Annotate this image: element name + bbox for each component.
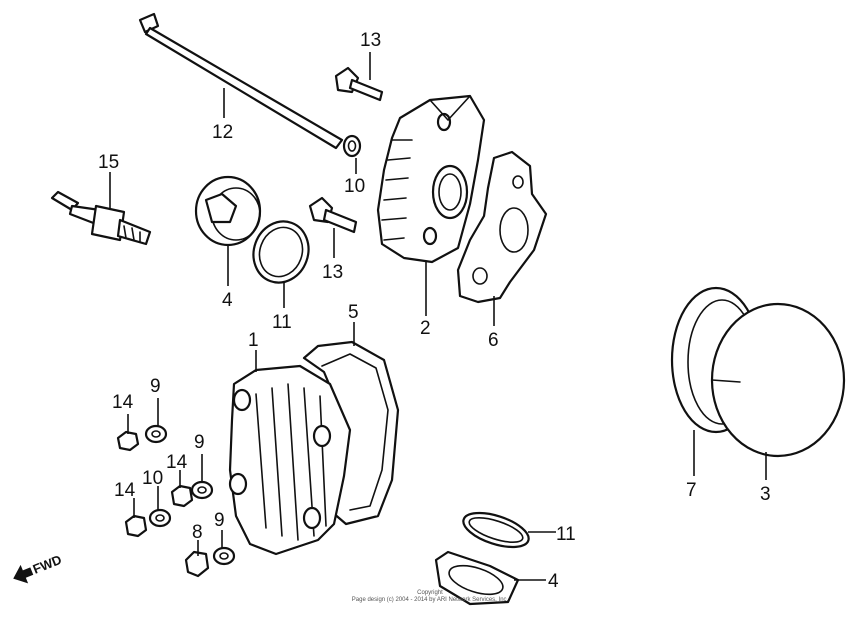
part-14-nut-a[interactable]	[116, 430, 140, 452]
callout-4-lower: 4	[548, 571, 559, 592]
callout-10-upper: 10	[344, 176, 365, 197]
callout-13-upper: 13	[360, 30, 381, 51]
callout-6: 6	[488, 330, 499, 351]
callout-9-a: 9	[150, 376, 161, 397]
callout-14-b: 14	[166, 452, 188, 473]
leader-lines	[109, 52, 767, 581]
copyright-line-2: Page design (c) 2004 - 2014 by ARI Netwo…	[351, 597, 509, 603]
copyright-notice: Copyright Page design (c) 2004 - 2014 by…	[330, 590, 530, 604]
part-8-nut[interactable]	[184, 550, 210, 578]
part-15-spark-plug[interactable]	[50, 190, 152, 246]
part-11-o-ring-upper[interactable]	[245, 214, 317, 291]
part-3-round-cover[interactable]	[710, 302, 846, 458]
part-1-cylinder-head-cover[interactable]	[228, 364, 352, 556]
part-4-filler-cap[interactable]	[194, 175, 262, 247]
part-4-filler-cap-lower[interactable]	[434, 550, 520, 606]
part-12-stud-bolt[interactable]	[138, 12, 344, 150]
part-14-nut-c[interactable]	[124, 514, 148, 538]
callout-9-b: 9	[194, 432, 205, 453]
callout-12: 12	[212, 122, 233, 143]
callout-2: 2	[420, 318, 431, 339]
part-9-washer-c[interactable]	[212, 546, 236, 566]
callout-9-c: 9	[214, 510, 225, 531]
callout-11-upper: 11	[272, 312, 292, 333]
callout-4-upper: 4	[222, 290, 233, 311]
callout-14-a: 14	[112, 392, 134, 413]
callout-7: 7	[686, 480, 697, 501]
part-9-washer-a[interactable]	[144, 424, 168, 444]
part-11-o-ring-lower[interactable]	[459, 506, 532, 554]
part-14-nut-b[interactable]	[170, 484, 194, 508]
callout-13-lower: 13	[322, 262, 343, 283]
callout-5: 5	[348, 302, 359, 323]
callout-14-c: 14	[114, 480, 136, 501]
part-13-bolt-lower[interactable]	[308, 196, 358, 234]
part-13-bolt-upper[interactable]	[334, 66, 384, 102]
callout-8: 8	[192, 522, 203, 543]
callout-3: 3	[760, 484, 771, 505]
part-10-washer-lower[interactable]	[148, 508, 172, 528]
fwd-direction-marker: FWD	[13, 552, 64, 584]
fwd-label: FWD	[31, 552, 64, 577]
callout-11-lower: 11	[556, 524, 576, 545]
part-9-washer-b[interactable]	[190, 480, 214, 500]
part-10-washer-upper[interactable]	[342, 134, 362, 158]
part-6-gasket[interactable]	[456, 150, 548, 304]
copyright-line-1: Copyright	[417, 590, 443, 596]
callout-15: 15	[98, 152, 119, 173]
callout-1: 1	[248, 330, 259, 351]
callout-10-lower: 10	[142, 468, 163, 489]
part-2-cylinder-head-side-cover[interactable]	[376, 94, 486, 264]
fwd-arrow-icon	[13, 564, 34, 584]
